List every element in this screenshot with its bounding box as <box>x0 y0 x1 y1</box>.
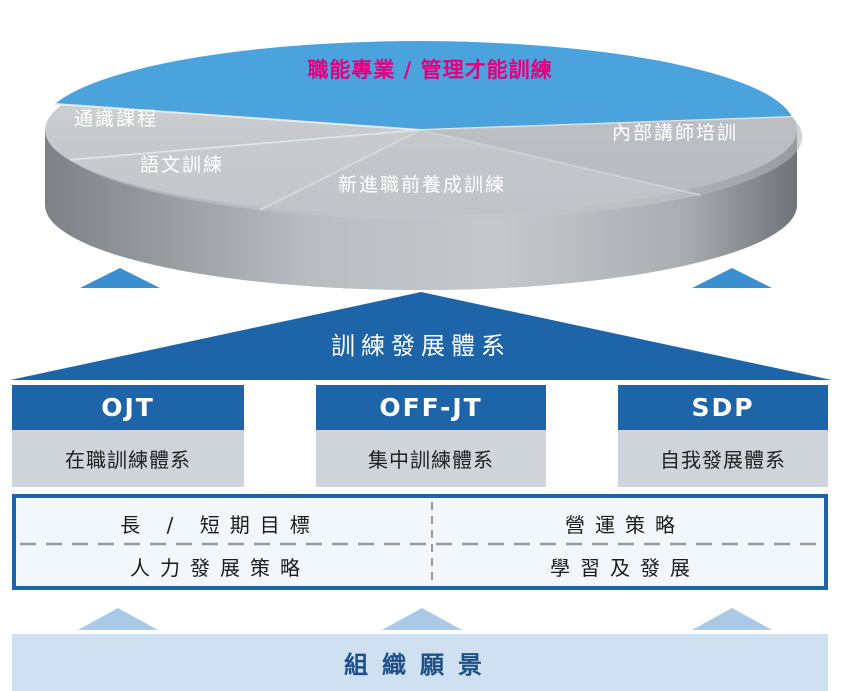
strategy-grid <box>12 494 828 590</box>
pie-label-management: 職能專業 / 管理才能訓練 <box>307 58 553 82</box>
training-pie-diagram <box>45 41 803 290</box>
up-arrow-icon <box>382 608 462 630</box>
up-arrow-icon <box>692 608 772 630</box>
pie-label-general: 通識課程 <box>74 108 159 130</box>
pillar-ojt-code: OJT <box>12 385 244 430</box>
up-arrow-icon <box>78 608 158 630</box>
strategy-hr: 人力發展策略 <box>130 555 310 580</box>
strategy-goals: 長 / 短期目標 <box>120 512 320 537</box>
strategy-learning: 學習及發展 <box>550 555 700 580</box>
up-arrow-icon <box>692 268 772 288</box>
up-arrow-icon <box>80 268 160 288</box>
pie-slice-management <box>55 41 792 131</box>
pillar-ojt-label: 在職訓練體系 <box>12 430 244 487</box>
strategy-operations: 營運策略 <box>565 512 685 537</box>
system-title: 訓練發展體系 <box>331 332 511 360</box>
pillar-offjt-label: 集中訓練體系 <box>316 430 546 487</box>
pie-label-language: 語文訓練 <box>140 154 225 176</box>
pillar-sdp-label: 自我發展體系 <box>618 430 828 487</box>
pillar-sdp-code: SDP <box>618 385 828 430</box>
pie-label-new-hire: 新進職前養成訓練 <box>338 174 507 196</box>
organization-vision: 組織願景 <box>12 634 828 691</box>
system-roof <box>10 292 832 380</box>
strategy-dividers <box>20 502 820 582</box>
pillar-offjt-code: OFF-JT <box>316 385 546 430</box>
pie-label-instructor: 內部講師培訓 <box>612 122 739 144</box>
